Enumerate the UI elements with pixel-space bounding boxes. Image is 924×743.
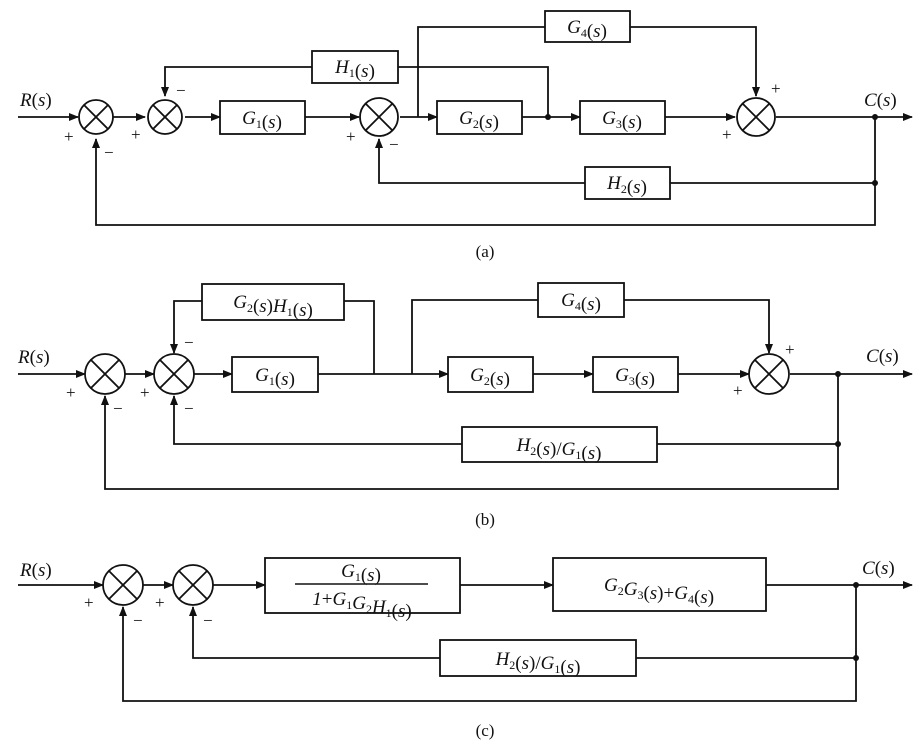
sign: −	[389, 135, 399, 154]
label-h2-a: H2(s)	[606, 173, 647, 198]
input-label-c: R(s)	[19, 560, 52, 581]
sum-junction-c2	[172, 564, 214, 606]
block-g4	[544, 10, 631, 43]
label-g2g3-g4-c: G2G3(s)+G4(s)	[604, 575, 714, 608]
diagram-b: R(s) C(s) G2(s)H1(s) G1(s) G2(s) G3(s) G…	[17, 282, 913, 529]
output-label-a: C(s)	[864, 90, 897, 111]
sign: +	[84, 593, 94, 612]
caption-a: (a)	[476, 242, 495, 261]
input-label-b: R(s)	[17, 347, 50, 368]
sum-junction-b3	[748, 353, 790, 395]
sum-junction-a3	[359, 97, 399, 137]
sum-junction-b2	[153, 353, 195, 395]
label-g2h1-b: G2(s)H1(s)	[233, 292, 313, 321]
sign: +	[346, 127, 356, 146]
sum-junction-c1	[102, 564, 144, 606]
label-g2-b: G2(s)	[470, 365, 510, 390]
label-g3-a: G3(s)	[602, 108, 642, 133]
input-label-a: R(s)	[19, 90, 52, 111]
sign: +	[131, 125, 141, 144]
caption-c: (c)	[476, 721, 495, 740]
block-h2-over-g1	[439, 639, 637, 677]
label-h1-a: H1(s)	[334, 57, 375, 82]
block-closed-loop-g1	[264, 557, 461, 614]
label-g1-b: G1(s)	[255, 365, 295, 390]
fraction-numerator: G1(s)	[341, 561, 381, 586]
diagram-a: R(s) C(s) G1(s) G2(s) G3(s) G4(s) H1(s) …	[18, 10, 913, 261]
label-g3-b: G3(s)	[615, 365, 655, 390]
label-g4-a: G4(s)	[567, 17, 607, 42]
sign: −	[176, 81, 186, 100]
sum-junction-a4	[736, 97, 776, 137]
sign: +	[771, 79, 781, 98]
label-g2-a: G2(s)	[459, 108, 499, 133]
block-g2	[436, 100, 523, 135]
sign: −	[113, 399, 123, 418]
block-g2	[447, 356, 534, 393]
sum-junction-a2	[147, 99, 183, 135]
sign: −	[184, 333, 194, 352]
block-g3	[592, 356, 679, 393]
block-g2g3-plus-g4	[552, 557, 767, 612]
block-h2-over-g1	[461, 426, 658, 463]
sum-junction-a1	[78, 99, 114, 135]
label-h2g1-b: H2(s)/G1(s)	[516, 435, 602, 464]
sign: +	[722, 125, 732, 144]
sign: −	[133, 611, 143, 630]
sign: −	[203, 611, 213, 630]
block-h2	[584, 166, 671, 200]
block-g3	[579, 100, 666, 135]
label-g1-a: G1(s)	[242, 108, 282, 133]
label-h2g1-c: H2(s)/G1(s)	[495, 649, 581, 678]
output-label-c: C(s)	[862, 558, 895, 579]
diagram-c: G1(s) 1+G1G2H1(s) R(s) C(s) G2G3(s)+G4(s…	[18, 557, 913, 740]
sign: −	[104, 143, 114, 162]
block-g4	[537, 282, 625, 318]
output-label-b: C(s)	[866, 346, 899, 367]
label-g4-b: G4(s)	[561, 290, 601, 315]
sign: +	[66, 383, 76, 402]
block-h1	[311, 50, 399, 84]
sign: +	[140, 383, 150, 402]
caption-b: (b)	[475, 510, 495, 529]
sign: +	[785, 340, 795, 359]
fraction-denominator: 1+G1G2H1(s)	[312, 589, 411, 622]
sign: +	[64, 127, 74, 146]
sign: +	[155, 593, 165, 612]
block-g2h1	[201, 283, 345, 321]
sum-junction-b1	[84, 353, 126, 395]
block-g1	[231, 356, 319, 393]
sign: +	[733, 381, 743, 400]
block-g1	[219, 100, 306, 135]
sign: −	[184, 399, 194, 418]
